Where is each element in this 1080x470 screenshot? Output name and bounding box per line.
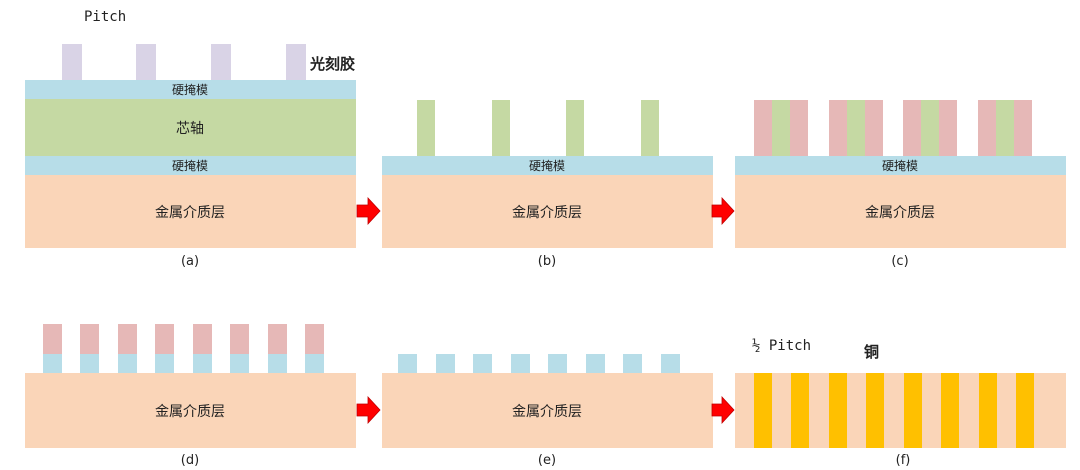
mandrel-line (847, 100, 865, 156)
hardmask-line (473, 354, 492, 373)
copper-line (979, 373, 997, 448)
mandrel-line (996, 100, 1014, 156)
mandrel-label: 芯轴 (176, 121, 204, 137)
hardmask-label: 硬掩模 (882, 159, 918, 173)
spacer-stack (268, 324, 287, 373)
mandrel-line (921, 100, 939, 156)
spacer (829, 100, 847, 156)
photoresist-line (211, 44, 231, 80)
metal-dielectric-layer (735, 175, 1066, 248)
hardmask-label: 硬掩模 (529, 159, 565, 173)
panel-e: 金属介质层 (e) (382, 354, 713, 468)
photoresist-line (286, 44, 306, 80)
spacer-stack (43, 324, 62, 373)
spacer (865, 100, 883, 156)
copper-label: 铜 (864, 343, 879, 361)
metal-dielectric-layer (382, 175, 713, 248)
hardmask-line (661, 354, 680, 373)
arrow-right-icon (356, 395, 381, 425)
spacer-stack (155, 324, 174, 373)
copper-line (904, 373, 922, 448)
spacer (790, 100, 808, 156)
spacer (978, 100, 996, 156)
hardmask-layer (25, 156, 356, 175)
hardmask-label: 硬掩模 (172, 83, 208, 97)
metal-dielectric-layer (382, 373, 713, 448)
spacer (1014, 100, 1032, 156)
hardmask-line (436, 354, 455, 373)
metal-label: 金属介质层 (155, 404, 225, 420)
hardmask-line (398, 354, 417, 373)
panel-label-e: (e) (538, 453, 556, 468)
panel-a: Pitch 光刻胶 硬掩模 芯轴 硬掩模 金属介质层 (a) (25, 9, 356, 269)
panel-label-a: (a) (181, 254, 199, 269)
hardmask-layer-top (25, 80, 356, 99)
spacer (903, 100, 921, 156)
pitch-label: Pitch (84, 9, 126, 25)
copper-line (829, 373, 847, 448)
panel-label-b: (b) (538, 254, 556, 269)
copper-line (866, 373, 884, 448)
copper-line (941, 373, 959, 448)
photoresist-label: 光刻胶 (309, 55, 355, 73)
panel-c: 硬掩模 金属介质层 (c) (735, 100, 1066, 269)
mandrel-line (772, 100, 790, 156)
panel-label-f: (f) (896, 453, 911, 468)
spacer-stack (305, 324, 324, 373)
arrow-right-icon (711, 196, 735, 226)
hardmask-layer (382, 156, 713, 175)
metal-dielectric-layer (25, 175, 356, 248)
metal-label: 金属介质层 (512, 205, 582, 221)
mandrel-line (417, 100, 435, 156)
photoresist-line (136, 44, 156, 80)
mandrel-line (566, 100, 584, 156)
panel-label-c: (c) (891, 254, 908, 269)
spacer-stack (118, 324, 137, 373)
metal-label: 金属介质层 (865, 205, 935, 221)
copper-line (1016, 373, 1034, 448)
metal-label: 金属介质层 (155, 205, 225, 221)
metal-dielectric-layer (735, 373, 1066, 448)
spacer-stack (80, 324, 99, 373)
hardmask-label: 硬掩模 (172, 159, 208, 173)
hardmask-line (586, 354, 605, 373)
mandrel-line (641, 100, 659, 156)
hardmask-line (623, 354, 642, 373)
copper-line (754, 373, 772, 448)
metal-dielectric-layer (25, 373, 356, 448)
photoresist-line (62, 44, 82, 80)
panel-b: 硬掩模 金属介质层 (b) (382, 100, 713, 269)
spacer (939, 100, 957, 156)
process-arrows (356, 196, 735, 425)
hardmask-line (548, 354, 567, 373)
mandrel-line (492, 100, 510, 156)
spacer (754, 100, 772, 156)
panel-f: ½ Pitch 铜 (f) (735, 338, 1066, 468)
spacer-stack (230, 324, 249, 373)
metal-label: 金属介质层 (512, 404, 582, 420)
arrow-right-icon (711, 395, 735, 425)
panel-label-d: (d) (181, 453, 199, 468)
panel-d: 金属介质层 (d) (25, 324, 356, 468)
copper-line (791, 373, 809, 448)
half-pitch-label: ½ Pitch (752, 338, 811, 354)
hardmask-line (511, 354, 530, 373)
mandrel-layer (25, 99, 356, 156)
hardmask-layer (735, 156, 1066, 175)
spacer-stack (193, 324, 212, 373)
arrow-right-icon (356, 196, 381, 226)
